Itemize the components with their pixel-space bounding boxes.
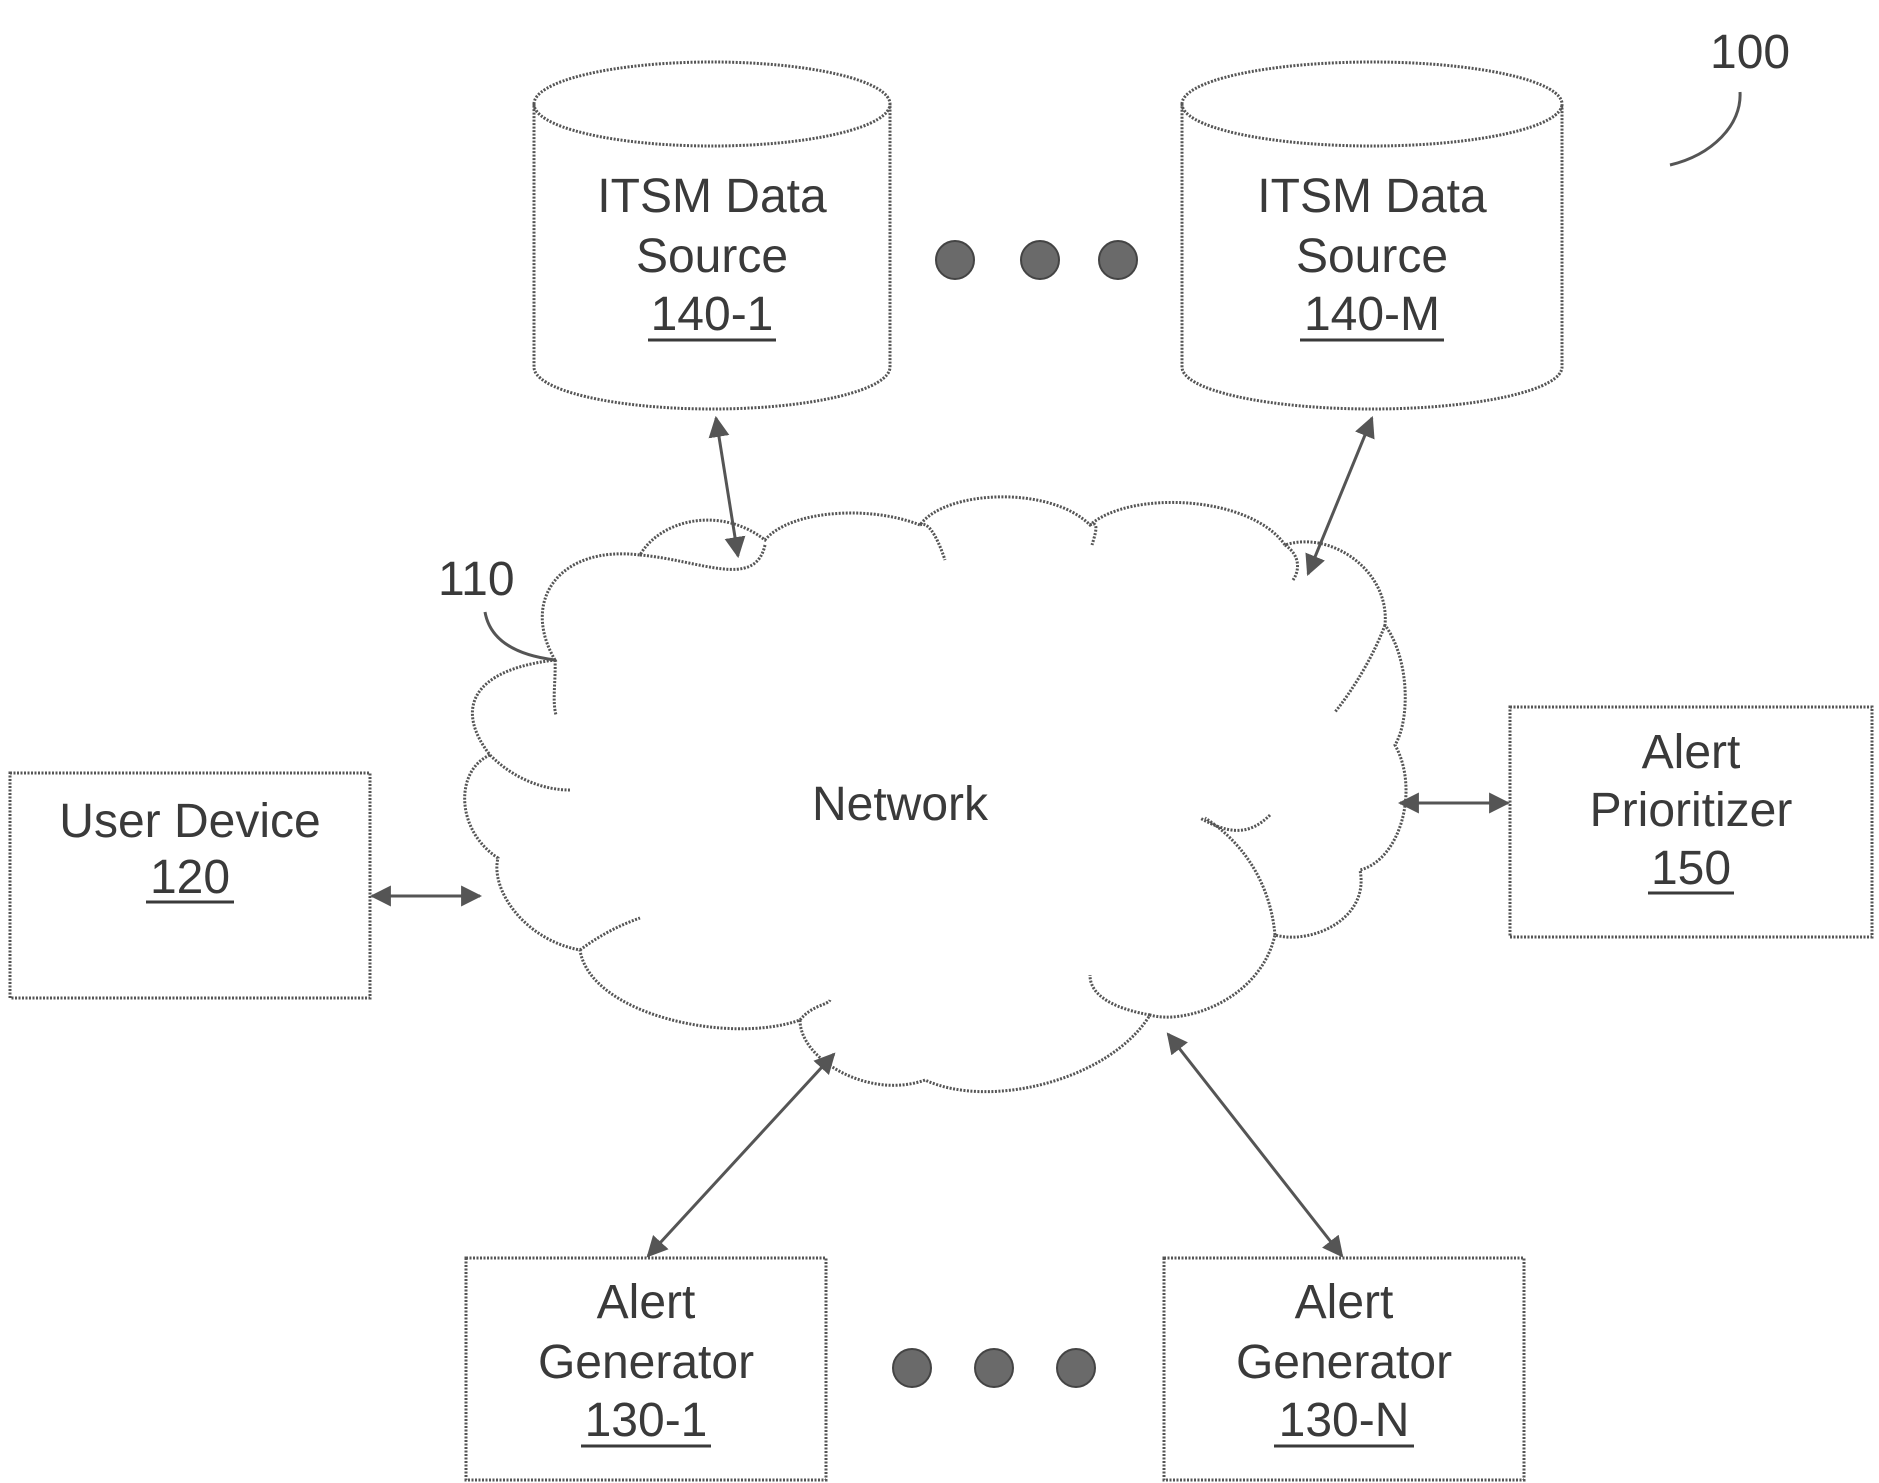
alert-generators-ellipsis [893,1349,1095,1387]
alert-generator-ref: 130-N [1279,1394,1410,1447]
ellipsis-dot [893,1349,931,1387]
connector-arrow-alert-generator-n [1168,1034,1342,1256]
alert-generator-ref: 130-1 [585,1394,708,1447]
data-source-title: ITSM Data [597,170,827,223]
itsm-data-source-140-m[interactable]: ITSM Data Source 140-M [1182,62,1562,409]
itsm-data-source-140-1[interactable]: ITSM Data Source 140-1 [534,62,890,409]
ellipsis-dot [975,1349,1013,1387]
network-ref-110: 110 [438,553,555,660]
data-source-ref: 140-1 [651,288,774,341]
ellipsis-dot [936,241,974,279]
alert-generator-line2: Generator [1236,1336,1452,1389]
connector-arrow-alert-generator-1 [648,1054,834,1256]
ellipsis-dot [1057,1349,1095,1387]
network-label: Network [812,778,989,831]
network-ref-label: 110 [438,553,515,606]
alert-prioritizer-line1: Alert [1642,726,1741,779]
alert-generator-line1: Alert [597,1276,696,1329]
data-source-subtitle: Source [1296,230,1448,283]
ellipsis-dot [1099,241,1137,279]
figure-ref-label: 100 [1710,26,1790,79]
ellipsis-dot [1021,241,1059,279]
user-device-120[interactable]: User Device 120 [10,773,370,998]
network-cloud[interactable]: Network [465,497,1406,1092]
data-source-ref: 140-M [1304,288,1440,341]
alert-generator-line2: Generator [538,1336,754,1389]
alert-prioritizer-line2: Prioritizer [1590,784,1793,837]
figure-ref-leader [1670,92,1740,165]
alert-generator-130-1[interactable]: Alert Generator 130-1 [466,1258,826,1480]
user-device-ref: 120 [150,851,230,904]
alert-prioritizer-ref: 150 [1651,842,1731,895]
data-sources-ellipsis [936,241,1137,279]
figure-ref-100: 100 [1670,26,1790,165]
alert-generator-line1: Alert [1295,1276,1394,1329]
data-source-title: ITSM Data [1257,170,1487,223]
alert-generator-130-n[interactable]: Alert Generator 130-N [1164,1258,1524,1480]
user-device-title: User Device [59,795,320,848]
alert-prioritizer-150[interactable]: Alert Prioritizer 150 [1510,707,1872,937]
data-source-subtitle: Source [636,230,788,283]
